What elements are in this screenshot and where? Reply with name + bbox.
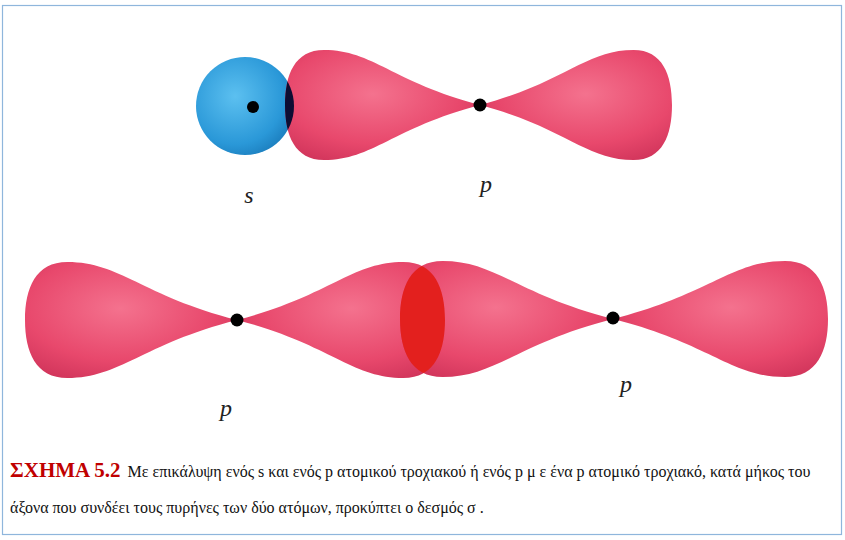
overlap-region	[285, 50, 480, 160]
p-lobe	[480, 50, 672, 160]
overlap-region	[237, 262, 445, 378]
orbital-label: p	[480, 172, 492, 196]
figure-caption: Με επικάλυψη ενός s και ενός p ατομικού …	[10, 463, 810, 516]
orbital-label: p	[620, 372, 632, 396]
figure-number: ΣΧΗΜΑ 5.2	[10, 458, 121, 482]
p-lobe	[25, 262, 237, 378]
figure-caption-block: ΣΧΗΜΑ 5.2Με επικάλυψη ενός s και ενός p …	[10, 452, 836, 526]
nucleus	[247, 101, 259, 113]
s-orbital	[196, 57, 294, 155]
nucleus	[231, 314, 244, 327]
p-lobe	[237, 262, 445, 378]
nucleus	[607, 312, 620, 325]
p-lobe	[285, 50, 480, 160]
frame	[3, 6, 842, 535]
p-lobe	[613, 261, 828, 377]
orbital-label: s	[244, 183, 253, 207]
nucleus	[474, 99, 487, 112]
orbital-label: p	[220, 396, 232, 420]
